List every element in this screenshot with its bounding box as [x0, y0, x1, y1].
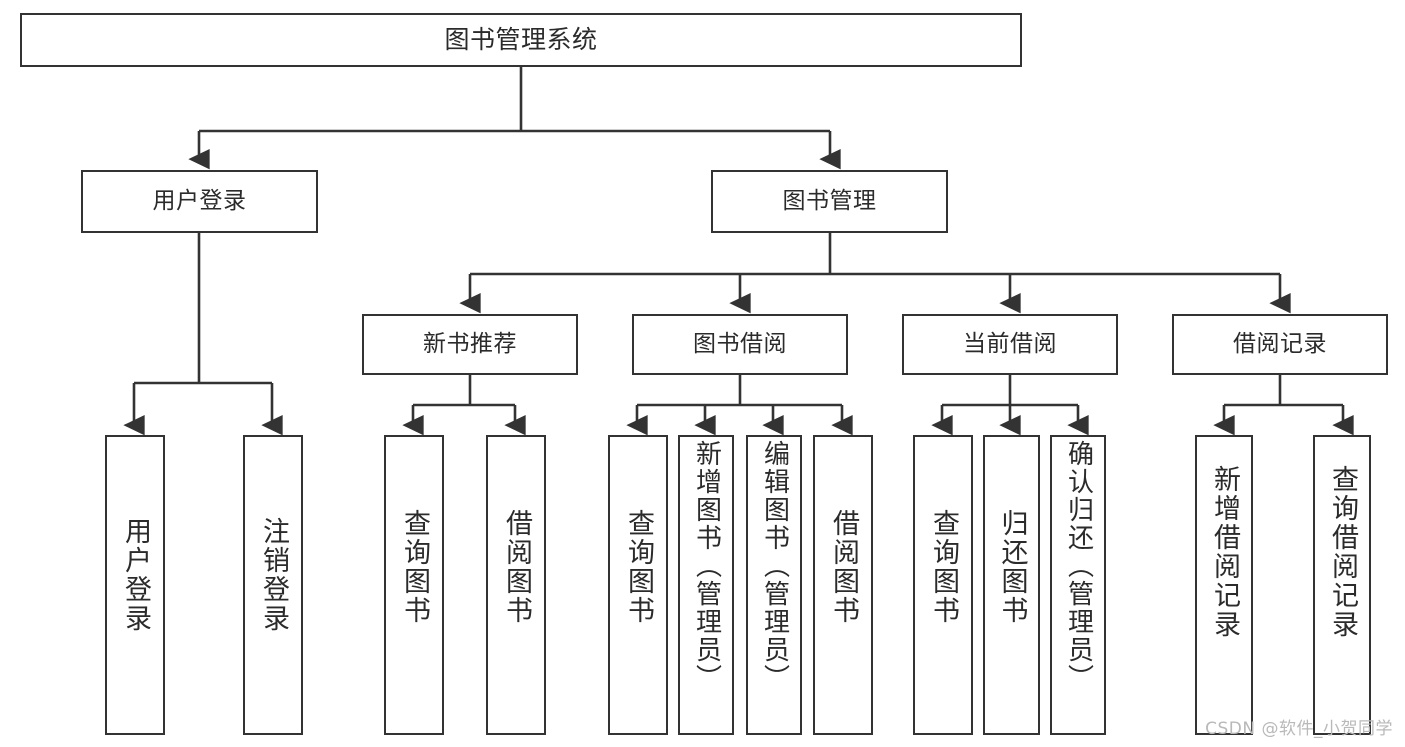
node-label: 归还图书	[996, 509, 1028, 625]
leaf-user-login[interactable]: 用户登录	[105, 435, 165, 735]
node-label: 查询借阅记录	[1327, 465, 1359, 639]
node-label: 图书借阅	[693, 330, 787, 357]
leaf-add-borrow-record[interactable]: 新增借阅记录	[1195, 435, 1253, 735]
leaf-confirm-return[interactable]: 确认归还（管理员）	[1050, 435, 1106, 735]
node-label: 编辑图书（管理员）	[759, 440, 790, 692]
leaf-query-book-borrow[interactable]: 查询图书	[608, 435, 668, 735]
node-label: 借阅记录	[1233, 330, 1327, 357]
node-label: 图书管理	[782, 187, 877, 214]
node-label: 图书管理系统	[444, 25, 598, 54]
leaf-return-book[interactable]: 归还图书	[983, 435, 1040, 735]
node-label: 确认归还（管理员）	[1063, 440, 1094, 692]
node-label: 查询图书	[928, 509, 960, 625]
node-label: 借阅图书	[501, 509, 533, 625]
node-new-book-rec[interactable]: 新书推荐	[362, 314, 578, 375]
leaf-borrow-book-new-rec[interactable]: 借阅图书	[486, 435, 546, 735]
watermark-text: CSDN @软件_小贺同学	[1205, 719, 1393, 739]
node-label: 新书推荐	[423, 330, 517, 357]
node-label: 新增借阅记录	[1209, 465, 1241, 639]
leaf-query-book-current[interactable]: 查询图书	[913, 435, 973, 735]
node-borrow-record[interactable]: 借阅记录	[1172, 314, 1388, 375]
node-label: 注销登录	[258, 517, 290, 633]
leaf-borrow-book-borrow[interactable]: 借阅图书	[813, 435, 873, 735]
node-label: 新增图书（管理员）	[691, 440, 722, 692]
leaf-query-borrow-record[interactable]: 查询借阅记录	[1313, 435, 1371, 735]
leaf-add-book[interactable]: 新增图书（管理员）	[678, 435, 734, 735]
node-label: 当前借阅	[963, 330, 1057, 357]
leaf-edit-book[interactable]: 编辑图书（管理员）	[746, 435, 802, 735]
node-label: 用户登录	[152, 187, 247, 214]
node-user-login[interactable]: 用户登录	[81, 170, 318, 233]
node-root-system[interactable]: 图书管理系统	[20, 13, 1022, 67]
node-label: 查询图书	[399, 509, 431, 625]
node-book-borrow[interactable]: 图书借阅	[632, 314, 848, 375]
node-label: 借阅图书	[828, 509, 860, 625]
leaf-logout[interactable]: 注销登录	[243, 435, 303, 735]
leaf-query-book-new-rec[interactable]: 查询图书	[384, 435, 444, 735]
node-label: 用户登录	[120, 517, 152, 633]
node-current-borrow[interactable]: 当前借阅	[902, 314, 1118, 375]
node-label: 查询图书	[623, 509, 655, 625]
node-book-manage[interactable]: 图书管理	[711, 170, 948, 233]
